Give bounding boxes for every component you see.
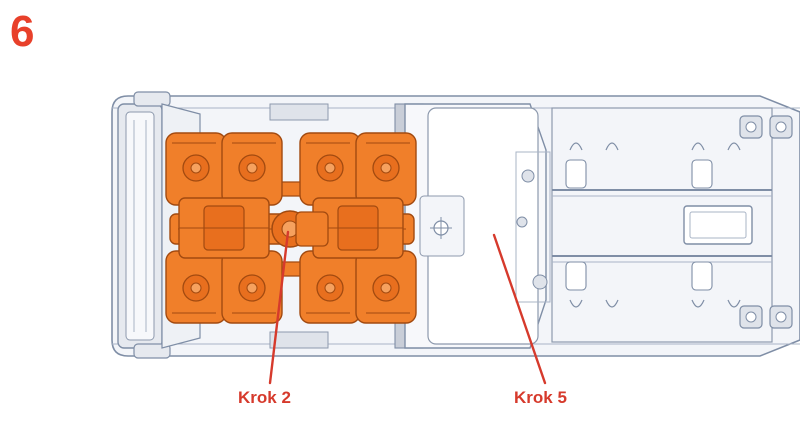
- leader-line-krok-5: [492, 233, 547, 385]
- highlighted-drive-assembly: [165, 132, 417, 324]
- callout-label-krok-2: Krok 2: [238, 388, 291, 407]
- leader-line-krok-2: [268, 230, 290, 385]
- front-bogie: [165, 132, 283, 324]
- deck-plate: [404, 103, 551, 349]
- callout-label-krok-5: Krok 5: [514, 388, 567, 407]
- step-number: 6: [10, 7, 35, 56]
- rear-frame: [551, 107, 773, 343]
